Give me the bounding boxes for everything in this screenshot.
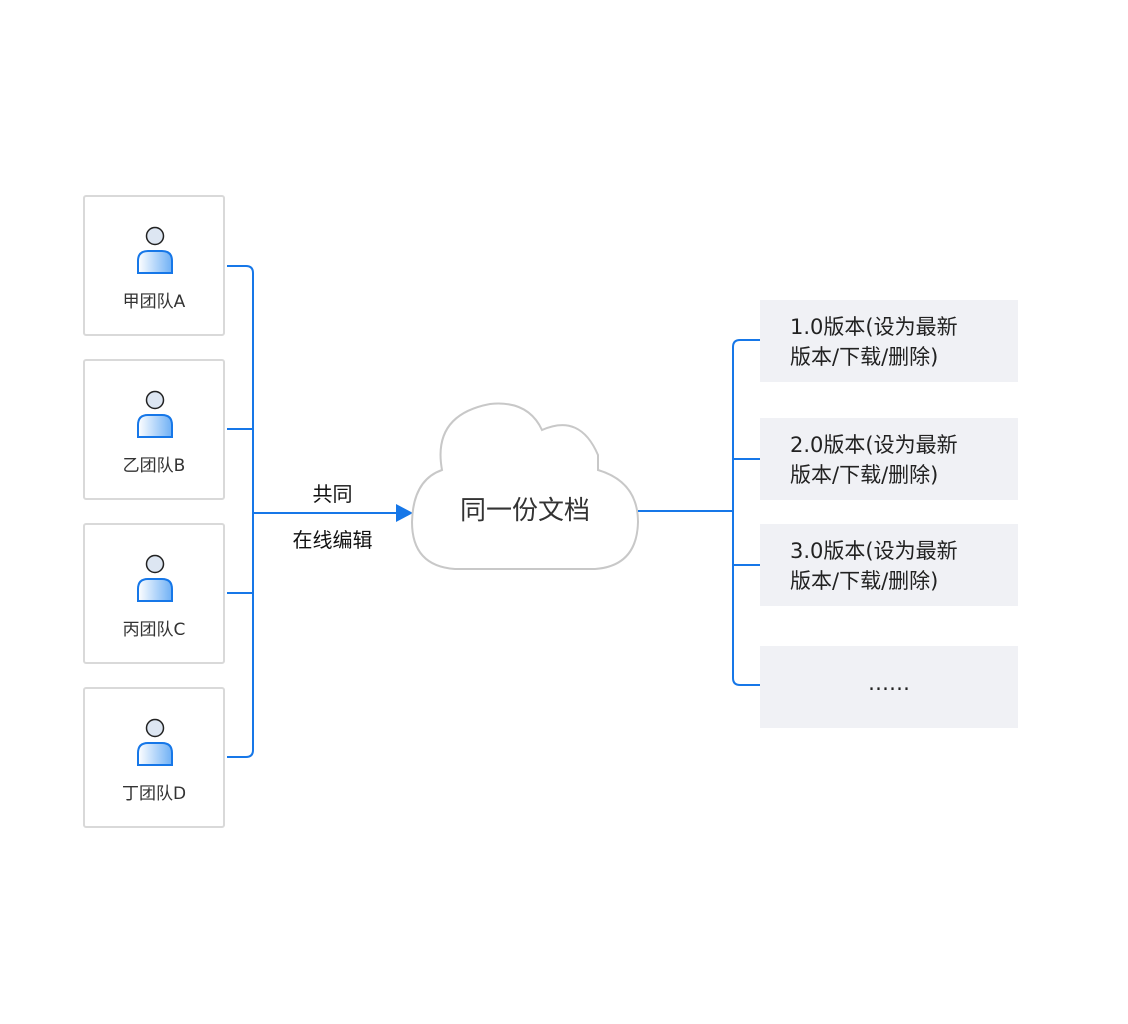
- arrowhead-icon: [396, 504, 413, 522]
- team-bracket-line: [227, 265, 254, 758]
- version-bracket-line: [732, 339, 760, 686]
- team-label: 乙团队B: [122, 456, 186, 476]
- team-card-a: 甲团队A: [83, 195, 225, 336]
- version-line2: 版本/下载/删除): [790, 569, 939, 593]
- version-line1: 3.0版本(设为最新: [790, 539, 958, 563]
- team-label: 甲团队A: [122, 292, 186, 312]
- edge-label-line1: 共同: [312, 482, 353, 506]
- team-label: 丙团队C: [122, 620, 186, 640]
- version-box-1: 1.0版本(设为最新 版本/下载/删除): [760, 300, 1018, 382]
- team-label: 丁团队D: [121, 784, 187, 804]
- version-line2: 版本/下载/删除): [790, 345, 939, 369]
- user-icon: [137, 390, 173, 438]
- cloud-shape: [410, 402, 640, 570]
- version-line2: 版本/下载/删除): [790, 463, 939, 487]
- version-box-2: 2.0版本(设为最新 版本/下载/删除): [760, 418, 1018, 500]
- version-line1: 2.0版本(设为最新: [790, 433, 958, 457]
- user-icon: [137, 226, 173, 274]
- version-box-3: 3.0版本(设为最新 版本/下载/删除): [760, 524, 1018, 606]
- cloud-label: 同一份文档: [459, 496, 590, 526]
- edge-label-line2: 在线编辑: [292, 528, 373, 552]
- version-ellipsis: ……: [868, 671, 910, 695]
- user-icon: [137, 718, 173, 766]
- team-card-b: 乙团队B: [83, 359, 225, 500]
- version-box-more: ……: [760, 646, 1018, 728]
- team-card-c: 丙团队C: [83, 523, 225, 664]
- team-card-d: 丁团队D: [83, 687, 225, 828]
- user-icon: [137, 554, 173, 602]
- version-line1: 1.0版本(设为最新: [790, 315, 958, 339]
